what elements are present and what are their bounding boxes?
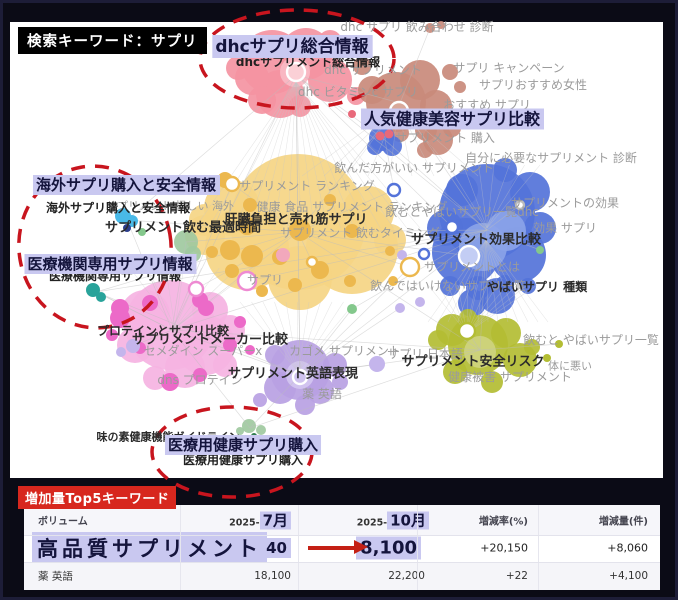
rate-cell: +22 — [505, 570, 528, 582]
column-separator — [180, 505, 181, 590]
amount-cell: +4,100 — [609, 570, 648, 582]
search-keyword-label: 検索キーワード：サプリ — [18, 27, 207, 54]
table-row-highlight: 高品質サプリメント 40 8,100 +20,150 +8,060 — [24, 532, 660, 564]
col-header-oct: 2025-10月 — [357, 510, 429, 531]
keyword-cell: 高品質サプリメント — [32, 532, 267, 564]
jul-value-cell: 18,100 — [254, 570, 291, 582]
increase-arrow-line — [308, 546, 356, 550]
graph-panel — [10, 22, 663, 478]
column-separator — [417, 505, 418, 590]
row-separator — [24, 562, 660, 563]
table-row: 薬 英語 18,100 22,200 +22 +4,100 — [24, 562, 660, 590]
col-header-rate: 増減率(%) — [478, 516, 528, 528]
column-separator — [298, 505, 299, 590]
oct-value-cell: 22,200 — [388, 570, 425, 582]
col-header-amount: 増減量(件) — [598, 516, 648, 528]
top5-banner: 増加量Top5キーワード — [18, 486, 177, 509]
col-header-jul: 2025-7月 — [229, 510, 291, 531]
oct-value-cell: 8,100 — [356, 536, 421, 560]
col-header-volume: ボリューム — [38, 516, 88, 528]
increase-arrow-head — [354, 540, 368, 554]
keyword-cell: 薬 英語 — [38, 570, 73, 583]
column-separator — [538, 505, 539, 590]
table-header-row: ボリューム 2025-7月 2025-10月 増減率(%) 増減量(件) — [24, 505, 660, 535]
rate-cell: +20,150 — [480, 541, 528, 555]
amount-cell: +8,060 — [607, 541, 648, 555]
top5-table: ボリューム 2025-7月 2025-10月 増減率(%) 増減量(件) 高品質… — [24, 505, 660, 590]
jul-value-cell: 40 — [262, 538, 291, 558]
row-separator — [24, 535, 660, 536]
